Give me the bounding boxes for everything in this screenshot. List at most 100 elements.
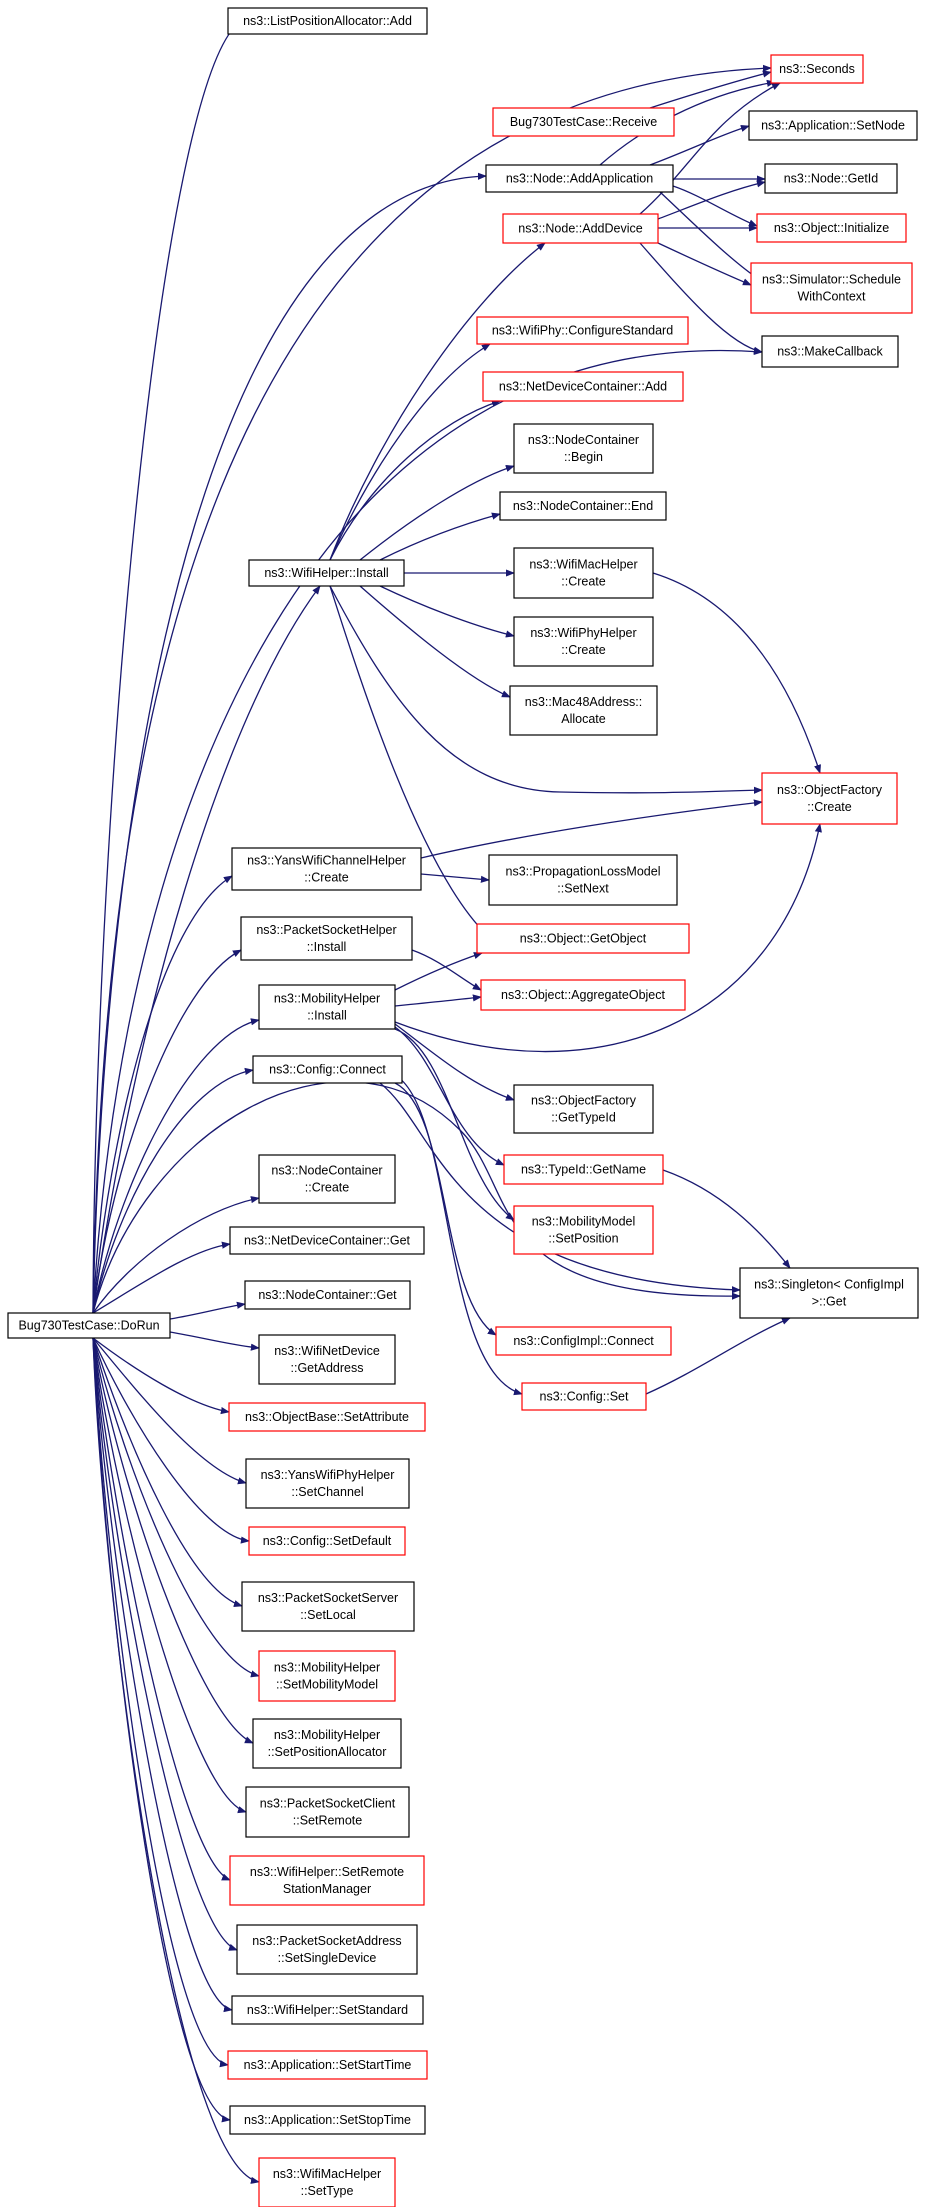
- node-label: ns3::ObjectBase::SetAttribute: [245, 1410, 409, 1424]
- node-label: ns3::NetDeviceContainer::Add: [499, 380, 667, 394]
- node-label: ns3::PacketSocketClient: [260, 1797, 396, 1811]
- node-mac48_allocate[interactable]: ns3::Mac48Address::Allocate: [509, 685, 658, 736]
- node-app_setstop[interactable]: ns3::Application::SetStopTime: [229, 2105, 426, 2135]
- node-object_aggregate[interactable]: ns3::Object::AggregateObject: [480, 979, 686, 1011]
- node-objfactory_create[interactable]: ns3::ObjectFactory::Create: [761, 772, 898, 825]
- node-label: ns3::WifiHelper::SetStandard: [247, 2003, 408, 2017]
- node-label: ::SetMobilityModel: [276, 1678, 378, 1692]
- node-label: ns3::WifiHelper::SetRemote: [250, 1865, 404, 1879]
- node-node_adddevice[interactable]: ns3::Node::AddDevice: [502, 213, 659, 244]
- edge-mobilityhelper_install-to-typeid_getname: [394, 1026, 505, 1166]
- node-node_addapp[interactable]: ns3::Node::AddApplication: [485, 164, 674, 193]
- edge-root-to-packetsockethelper_install: [92, 949, 242, 1314]
- node-wifi_setstandard[interactable]: ns3::WifiHelper::SetStandard: [231, 1995, 424, 2025]
- node-box: [488, 854, 678, 906]
- node-box: [227, 2050, 428, 2080]
- node-nc_begin[interactable]: ns3::NodeContainer::Begin: [513, 423, 654, 474]
- node-box: [495, 1326, 672, 1356]
- edge-wifihelper_install-to-object_getobject: [329, 585, 488, 936]
- node-psa_setsingledev[interactable]: ns3::PacketSocketAddress::SetSingleDevic…: [236, 1924, 418, 1975]
- node-makecallback[interactable]: ns3::MakeCallback: [761, 335, 899, 368]
- node-label: ns3::MobilityModel: [532, 1215, 636, 1229]
- edge-config_connect-to-config_set: [394, 1074, 523, 1396]
- node-objfactory_gettypeid[interactable]: ns3::ObjectFactory::GetTypeId: [513, 1084, 654, 1134]
- node-config_connect[interactable]: ns3::Config::Connect: [252, 1055, 403, 1084]
- edge-typeid_getname-to-singleton_get: [662, 1169, 791, 1269]
- node-mob_setmobmodel[interactable]: ns3::MobilityHelper::SetMobilityModel: [258, 1650, 396, 1702]
- node-ndc_add[interactable]: ns3::NetDeviceContainer::Add: [482, 371, 684, 402]
- node-label: ::SetRemote: [293, 1814, 363, 1828]
- edge-yanschan_create-to-objfactory_create: [420, 799, 763, 859]
- node-label: Bug730TestCase::DoRun: [18, 1319, 159, 1333]
- node-object_initialize[interactable]: ns3::Object::Initialize: [756, 213, 907, 243]
- edge-root-to-listposalloc_add: [92, 21, 241, 1314]
- node-label: ns3::TypeId::GetName: [521, 1163, 646, 1177]
- node-nc_create[interactable]: ns3::NodeContainer::Create: [258, 1154, 396, 1204]
- node-yansphy_setchannel[interactable]: ns3::YansWifiPhyHelper::SetChannel: [245, 1458, 410, 1509]
- node-psc_setremote[interactable]: ns3::PacketSocketClient::SetRemote: [245, 1786, 410, 1838]
- node-label: Bug730TestCase::Receive: [510, 115, 657, 129]
- node-bug730_receive[interactable]: Bug730TestCase::Receive: [492, 107, 675, 137]
- node-label: ::GetAddress: [291, 1361, 364, 1375]
- node-box: [503, 1154, 664, 1185]
- node-label: ::Create: [807, 800, 852, 814]
- node-wifiphy_configstd[interactable]: ns3::WifiPhy::ConfigureStandard: [476, 316, 689, 345]
- node-root[interactable]: Bug730TestCase::DoRun: [7, 1312, 171, 1339]
- node-packetsockethelper_install[interactable]: ns3::PacketSocketHelper::Install: [240, 916, 413, 961]
- edge-root-to-psa_setsingledev: [92, 1337, 238, 1951]
- edge-root-to-mobilityhelper_install: [92, 1018, 260, 1314]
- edge-root-to-mob_setposalloc: [92, 1337, 254, 1744]
- node-box: [756, 213, 907, 243]
- edge-root-to-singleton_get: [92, 1081, 741, 1314]
- node-label: ns3::Node::GetId: [784, 172, 879, 186]
- node-box: [245, 1786, 410, 1838]
- node-label: ns3::MakeCallback: [777, 345, 883, 359]
- node-config_set[interactable]: ns3::Config::Set: [521, 1382, 647, 1411]
- node-seconds[interactable]: ns3::Seconds: [770, 54, 864, 84]
- node-listposalloc_add[interactable]: ns3::ListPositionAllocator::Add: [227, 7, 428, 35]
- node-label: ns3::YansWifiChannelHelper: [247, 854, 406, 868]
- node-wifiphyhelper_create[interactable]: ns3::WifiPhyHelper::Create: [513, 616, 654, 667]
- node-label: ns3::Mac48Address::: [525, 695, 642, 709]
- node-mob_setposalloc[interactable]: ns3::MobilityHelper::SetPositionAllocato…: [252, 1718, 402, 1769]
- node-object_getobject[interactable]: ns3::Object::GetObject: [476, 923, 690, 954]
- node-wifihelper_install[interactable]: ns3::WifiHelper::Install: [248, 559, 405, 587]
- node-box: [241, 1581, 415, 1632]
- node-label: ::Install: [307, 940, 347, 954]
- node-mobilityhelper_install[interactable]: ns3::MobilityHelper::Install: [258, 984, 396, 1030]
- node-box: [521, 1382, 647, 1411]
- node-configimpl_connect[interactable]: ns3::ConfigImpl::Connect: [495, 1326, 672, 1356]
- edge-root-to-wifinetdev_getaddr: [169, 1331, 260, 1351]
- node-wifimachelper_create[interactable]: ns3::WifiMacHelper::Create: [513, 547, 654, 599]
- node-nc_end[interactable]: ns3::NodeContainer::End: [499, 491, 667, 521]
- node-wifimac_settype[interactable]: ns3::WifiMacHelper::SetType: [258, 2157, 396, 2207]
- node-typeid_getname[interactable]: ns3::TypeId::GetName: [503, 1154, 664, 1185]
- node-label: ns3::ObjectFactory: [531, 1094, 637, 1108]
- node-pss_setlocal[interactable]: ns3::PacketSocketServer::SetLocal: [241, 1581, 415, 1632]
- node-mobmodel_setpos[interactable]: ns3::MobilityModel::SetPosition: [513, 1205, 654, 1255]
- node-box: [492, 107, 675, 137]
- node-node_getid[interactable]: ns3::Node::GetId: [764, 163, 898, 194]
- node-box: [750, 262, 913, 314]
- node-ndc_get[interactable]: ns3::NetDeviceContainer::Get: [229, 1226, 425, 1255]
- node-singleton_get[interactable]: ns3::Singleton< ConfigImpl >::Get: [739, 1267, 919, 1319]
- edge-root-to-makecallback: [92, 347, 763, 1314]
- node-box: [252, 1055, 403, 1084]
- node-nc_get[interactable]: ns3::NodeContainer::Get: [244, 1280, 411, 1310]
- edge-root-to-config_setdefault: [92, 1337, 250, 1544]
- node-app_setnode[interactable]: ns3::Application::SetNode: [748, 110, 918, 141]
- node-yanschan_create[interactable]: ns3::YansWifiChannelHelper::Create: [231, 847, 422, 891]
- node-proploss_setnext[interactable]: ns3::PropagationLossModel::SetNext: [488, 854, 678, 906]
- edge-node_addapp-to-sim_schedule: [659, 191, 761, 281]
- node-label: ::SetNext: [557, 882, 609, 896]
- edge-mobilityhelper_install-to-object_getobject: [394, 952, 483, 991]
- node-app_setstart[interactable]: ns3::Application::SetStartTime: [227, 2050, 428, 2080]
- node-wifinetdev_getaddr[interactable]: ns3::WifiNetDevice::GetAddress: [258, 1334, 396, 1385]
- node-config_setdefault[interactable]: ns3::Config::SetDefault: [248, 1526, 406, 1556]
- node-label: ns3::NodeContainer::Get: [258, 1288, 397, 1302]
- node-objbase_setattr[interactable]: ns3::ObjectBase::SetAttribute: [228, 1402, 426, 1432]
- node-box: [258, 1154, 396, 1204]
